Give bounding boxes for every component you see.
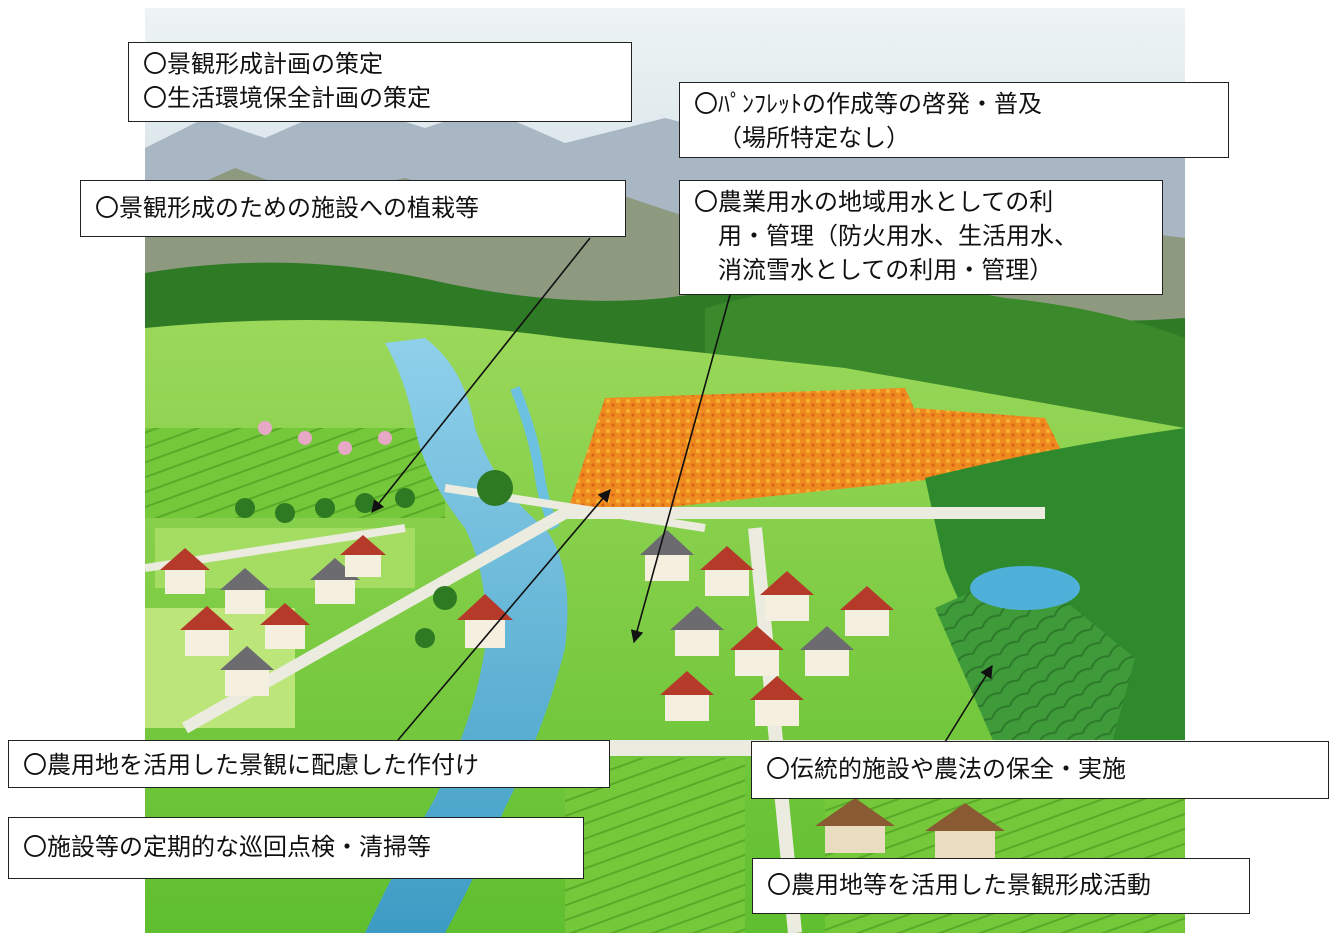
label-water: 〇農業用水の地域用水としての利 用・管理（防火用水、生活用水、 消流雪水としての… [679, 180, 1163, 295]
label-plan-line-2: 〇生活環境保全計画の策定 [143, 84, 431, 112]
label-landscape-activity: 〇農用地等を活用した景観形成活動 [752, 858, 1250, 914]
label-cropping-line-1: 〇農用地を活用した景観に配慮した作付け [23, 751, 479, 779]
label-landscape-activity-line-1: 〇農用地等を活用した景観形成活動 [767, 871, 1151, 899]
label-water-line-3: 消流雪水としての利用・管理） [718, 256, 1054, 284]
label-water-line-2: 用・管理（防火用水、生活用水、 [718, 222, 1078, 250]
label-water-line-1: 〇農業用水の地域用水としての利 [694, 188, 1054, 216]
label-plan: 〇景観形成計画の策定 〇生活環境保全計画の策定 [128, 42, 632, 122]
label-cropping: 〇農用地を活用した景観に配慮した作付け [8, 740, 610, 788]
label-pamphlet: 〇ﾊﾟﾝﾌﾚｯﾄの作成等の啓発・普及 （場所特定なし） [679, 82, 1229, 158]
label-planting-line-1: 〇景観形成のための施設への植栽等 [95, 194, 479, 222]
label-pamphlet-line-2: （場所特定なし） [718, 124, 910, 152]
label-tradition: 〇伝統的施設や農法の保全・実施 [751, 741, 1329, 799]
label-patrol: 〇施設等の定期的な巡回点検・清掃等 [8, 817, 584, 879]
label-planting: 〇景観形成のための施設への植栽等 [80, 180, 626, 237]
label-patrol-line-1: 〇施設等の定期的な巡回点検・清掃等 [23, 833, 431, 861]
label-plan-line-1: 〇景観形成計画の策定 [143, 50, 383, 78]
label-tradition-line-1: 〇伝統的施設や農法の保全・実施 [766, 755, 1126, 783]
label-pamphlet-line-1: 〇ﾊﾟﾝﾌﾚｯﾄの作成等の啓発・普及 [694, 90, 1042, 118]
